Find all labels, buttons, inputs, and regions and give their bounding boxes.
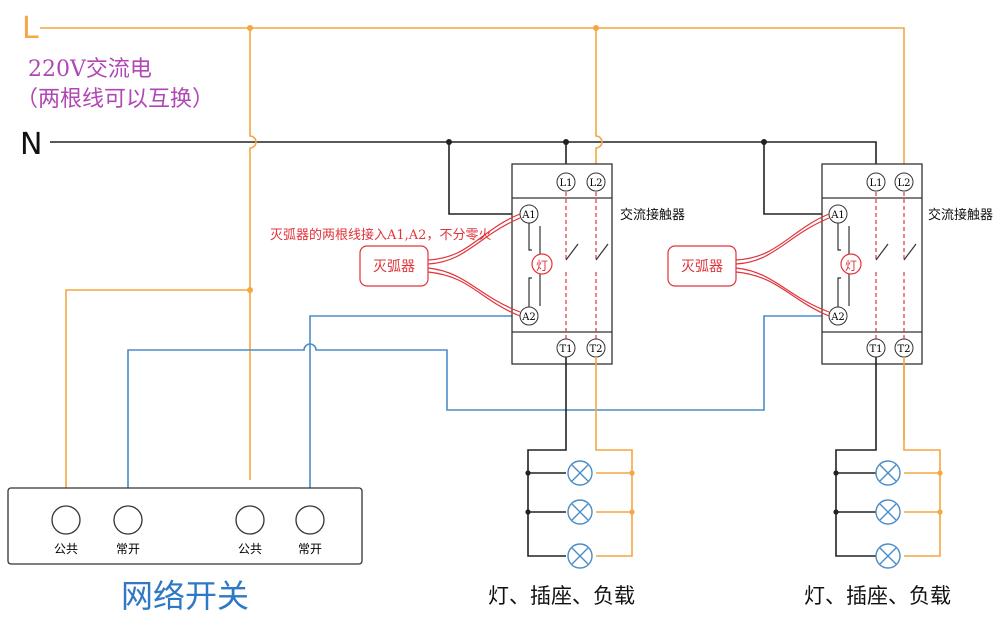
terminal-l2: L2	[586, 172, 606, 192]
terminal-a1: A1	[828, 204, 848, 224]
terminal-a2: A2	[828, 306, 848, 326]
svg-text:A1: A1	[521, 210, 536, 221]
contactor-1: 灯 L1 L2 A1 A2 T1 T2	[511, 163, 613, 365]
svg-text:常开: 常开	[298, 542, 322, 556]
neutral-branches	[448, 142, 822, 215]
svg-text:A1: A1	[830, 210, 845, 221]
lamp-icon	[567, 460, 593, 486]
contactor-2-title: 交流接触器	[928, 207, 993, 223]
terminal-l1: L1	[556, 172, 576, 192]
terminal-t2: T2	[586, 338, 606, 358]
lamp-icon	[567, 499, 593, 525]
svg-text:L2: L2	[589, 178, 602, 189]
svg-text:L1: L1	[559, 178, 572, 189]
terminal-t2: T2	[894, 338, 914, 358]
live-branch-contactor-1	[595, 28, 603, 172]
load-group-2	[833, 357, 943, 569]
contactor-1-title: 交流接触器	[620, 207, 685, 223]
network-switch: 公共 常开 公共 常开	[7, 487, 363, 565]
port-common-2: 公共	[235, 505, 265, 556]
terminal-a2: A2	[519, 306, 539, 326]
junction-dots	[247, 25, 767, 293]
svg-text:A2: A2	[830, 312, 845, 323]
lamp-icon	[875, 543, 901, 569]
lamp-icon	[875, 460, 901, 486]
port-no-2: 常开	[295, 505, 325, 556]
suppressor-1-label: 灭弧器	[373, 259, 415, 275]
svg-text:常开: 常开	[116, 542, 140, 556]
svg-text:T1: T1	[869, 344, 882, 355]
terminal-t1: T1	[556, 338, 576, 358]
load-group-1	[525, 357, 635, 569]
lamp-icon	[875, 499, 901, 525]
svg-text:T2: T2	[897, 344, 910, 355]
svg-text:T2: T2	[589, 344, 602, 355]
suppressor-1	[359, 213, 521, 317]
svg-text:L2: L2	[897, 178, 910, 189]
supply-label: 220V交流电	[28, 57, 152, 82]
load-1-label: 灯、插座、负载	[488, 584, 635, 608]
contactor-2: 灯 L1 L2 A1 A2 T1 T2	[821, 163, 923, 365]
swap-note: （两根线可以互换）	[16, 87, 214, 112]
svg-text:公共: 公共	[238, 542, 262, 556]
neutral-line-label: N	[20, 127, 42, 162]
suppressor-note: 灭弧器的两根线接入A1,A2，不分零火	[270, 227, 491, 243]
coil-2-label: 灯	[845, 259, 857, 273]
coil-1-label: 灯	[536, 259, 548, 273]
port-common-1: 公共	[51, 505, 81, 556]
live-branch-switch	[65, 28, 257, 506]
load-2-label: 灯、插座、负载	[804, 584, 951, 608]
svg-text:T1: T1	[559, 344, 572, 355]
svg-text:L1: L1	[869, 178, 882, 189]
network-switch-title: 网络开关	[121, 577, 249, 615]
svg-text:公共: 公共	[54, 542, 78, 556]
svg-text:A2: A2	[521, 312, 536, 323]
live-line-label: L	[22, 11, 39, 46]
suppressor-2	[667, 213, 830, 317]
terminal-l2: L2	[894, 172, 914, 192]
suppressor-2-label: 灭弧器	[681, 259, 723, 275]
neutral-line	[50, 141, 877, 167]
terminal-l1: L1	[866, 172, 886, 192]
terminal-t1: T1	[866, 338, 886, 358]
lamp-icon	[567, 543, 593, 569]
port-no-1: 常开	[113, 505, 143, 556]
control-wires	[127, 315, 822, 506]
terminal-a1: A1	[519, 204, 539, 224]
